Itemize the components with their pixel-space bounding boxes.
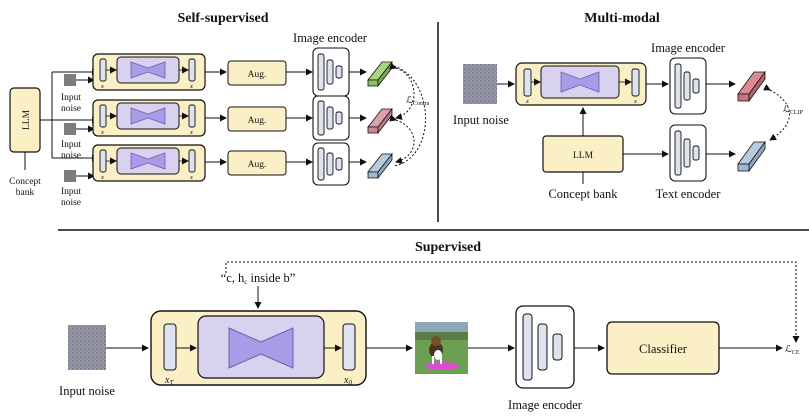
svg-text:x: x <box>189 129 193 136</box>
concept-bank-label: Concept <box>9 177 41 187</box>
mm-input-noise-image <box>463 64 497 104</box>
image-encoder-label-ss: Image encoder <box>293 31 368 45</box>
prompt-label: “c, hc inside b” <box>221 271 296 286</box>
self-supervised-title: Self-supervised <box>178 11 269 26</box>
embedding-red <box>737 70 766 103</box>
svg-text:x: x <box>100 174 104 181</box>
sup-image-encoder <box>515 305 575 389</box>
mm-image-encoder <box>669 57 707 115</box>
svg-text:x: x <box>525 98 529 105</box>
aug-label-3: Aug. <box>248 160 267 170</box>
aug-label-1: Aug. <box>248 70 267 80</box>
noise-square-1 <box>64 74 76 86</box>
mm-concept-bank-label: Concept bank <box>548 187 618 201</box>
mm-image-encoder-label: Image encoder <box>651 41 726 55</box>
sup-image-encoder-label: Image encoder <box>508 398 583 412</box>
svg-text:x: x <box>189 174 193 181</box>
sup-input-noise-label: Input noise <box>59 384 115 398</box>
aug-label-2: Aug. <box>248 116 267 126</box>
text-encoder <box>669 124 707 182</box>
llm-label: LLM <box>22 109 32 130</box>
image-encoder-ss-2 <box>312 95 350 141</box>
input-noise-label-1: Input <box>61 93 81 103</box>
loss-clip-label: ℒCLIP <box>783 104 804 116</box>
svg-text:x: x <box>100 83 104 90</box>
classifier-label: Classifier <box>639 342 688 356</box>
aug-box-2 <box>227 106 287 132</box>
svg-text:x: x <box>189 83 193 90</box>
sup-input-noise-image <box>68 325 106 370</box>
svg-text:x: x <box>100 129 104 136</box>
sup-xt-label: xT <box>164 375 174 387</box>
svg-text:x: x <box>633 98 637 105</box>
image-encoder-ss-1 <box>312 47 350 97</box>
sup-x0-label: x0 <box>343 375 352 387</box>
generated-dog-image <box>415 322 468 374</box>
embedding-light-blue <box>737 140 766 173</box>
embedding-green <box>367 60 393 88</box>
noise-square-3 <box>64 170 76 182</box>
loss-contra-label: ℒContra <box>406 95 430 107</box>
aug-box-3 <box>227 150 287 176</box>
input-noise-label-2b: noise <box>61 151 81 161</box>
text-encoder-label: Text encoder <box>656 187 722 201</box>
mm-llm-label: LLM <box>573 151 594 161</box>
supervised-title: Supervised <box>415 240 481 255</box>
loss-ce-label: ℒCE <box>785 344 800 356</box>
input-noise-label-3b: noise <box>61 198 81 208</box>
multi-modal-title: Multi-modal <box>584 11 660 26</box>
aug-box-1 <box>227 60 287 86</box>
embedding-pink <box>367 107 393 135</box>
image-encoder-ss-3 <box>312 142 350 186</box>
concept-bank-label-2: bank <box>16 188 35 198</box>
input-noise-label-2: Input <box>61 140 81 150</box>
embedding-blue <box>367 152 393 180</box>
input-noise-label-1b: noise <box>61 104 81 114</box>
mm-input-noise-label: Input noise <box>453 113 509 127</box>
noise-square-2 <box>64 123 76 135</box>
input-noise-label-3: Input <box>61 187 81 197</box>
